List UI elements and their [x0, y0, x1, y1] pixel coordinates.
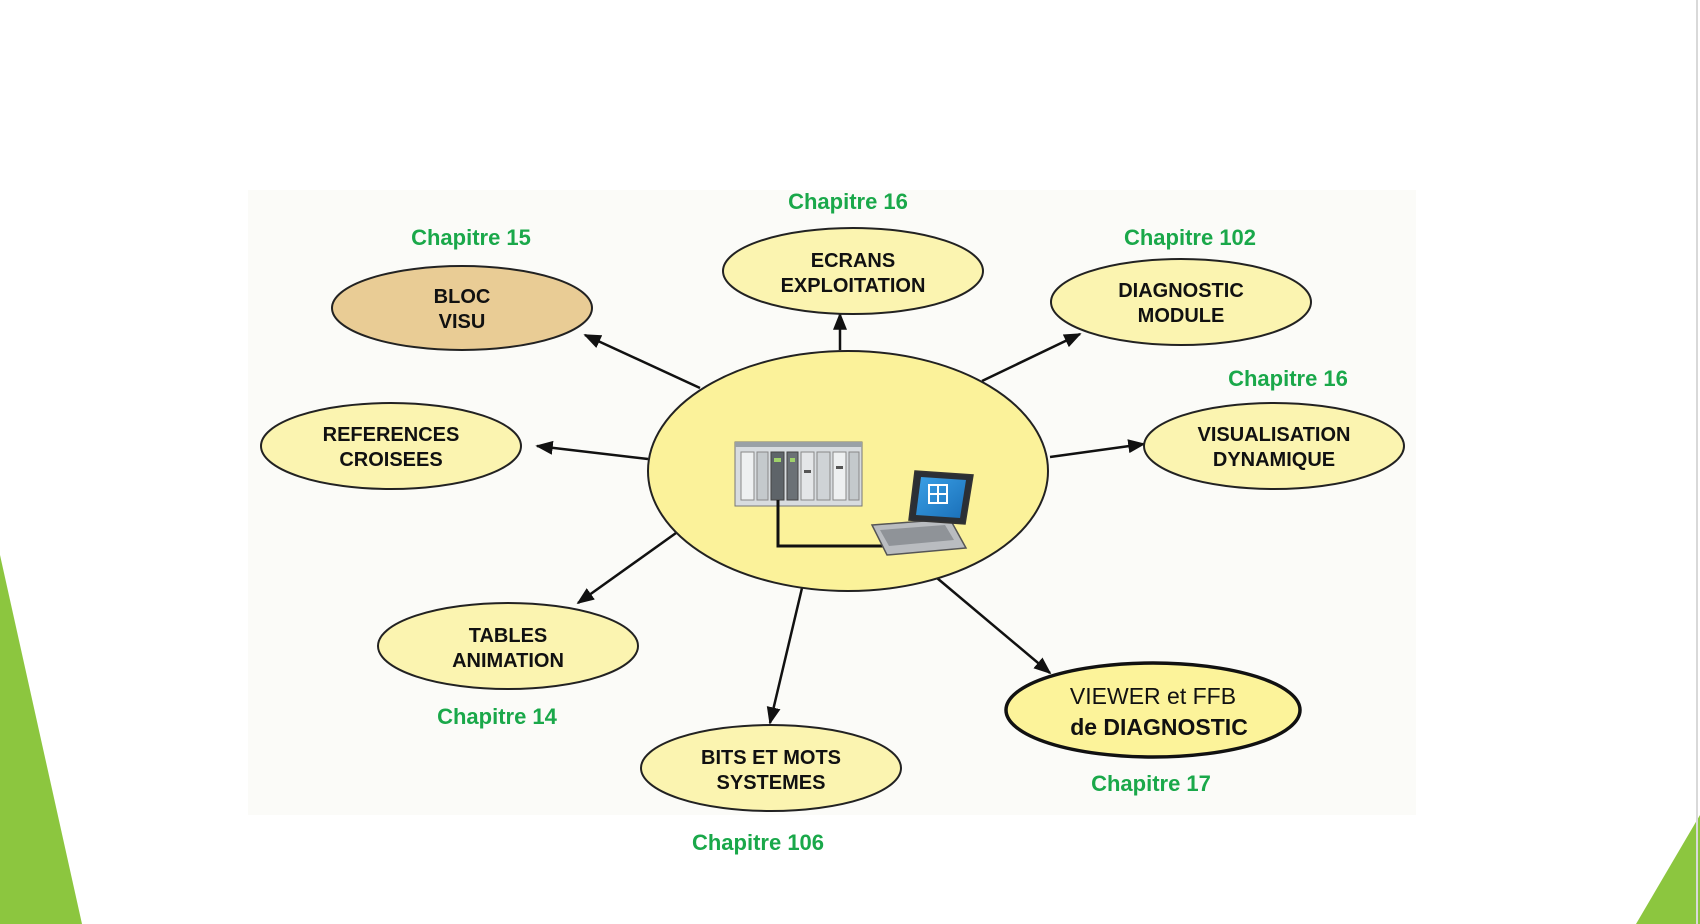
connectors [535, 312, 1146, 725]
node-ecrans-exploitation-line1: ECRANS [811, 250, 895, 272]
cable [776, 500, 908, 548]
node-viewer-ffb-diagnostic: VIEWER et FFB de DIAGNOSTIC Chapitre 17 [1004, 661, 1302, 796]
node-visualisation-dynamique-line1: VISUALISATION [1198, 424, 1351, 446]
software-logo-icon [928, 484, 948, 504]
green-accent-right [1636, 815, 1700, 924]
node-tables-animation: TABLES ANIMATION Chapitre 14 [377, 602, 639, 729]
arrow-to-visualisation-dynamique [1049, 439, 1146, 459]
laptop-icon [870, 470, 974, 556]
chapter-label-bits-et-mots-systemes: Chapitre 106 [692, 830, 824, 855]
node-references-croisees: REFERENCES CROISEES [260, 402, 522, 490]
node-bloc-visu-line2: VISU [439, 311, 486, 333]
arrow-to-diagnostic-module [981, 332, 1082, 383]
chapter-label-diagnostic-module: Chapitre 102 [1124, 225, 1256, 250]
node-diagnostic-module: DIAGNOSTIC MODULE Chapitre 102 [1050, 225, 1312, 346]
center-hub [647, 350, 1049, 592]
node-ecrans-exploitation: ECRANS EXPLOITATION Chapitre 16 [722, 189, 984, 315]
node-bits-et-mots-systemes-line2: SYSTEMES [717, 772, 826, 794]
node-visualisation-dynamique: VISUALISATION DYNAMIQUE Chapitre 16 [1143, 366, 1405, 490]
arrow-to-viewer-ffb [936, 577, 1052, 675]
arrow-to-bits-et-mots [766, 587, 804, 725]
node-diagnostic-module-line1: DIAGNOSTIC [1118, 280, 1244, 302]
node-bloc-visu: BLOC VISU Chapitre 15 [331, 225, 593, 351]
plc-rack-icon [734, 441, 863, 507]
node-references-croisees-line2: CROISEES [339, 449, 442, 471]
chapter-label-bloc-visu: Chapitre 15 [411, 225, 531, 250]
chapter-label-viewer-ffb-diagnostic: Chapitre 17 [1091, 771, 1211, 796]
node-tables-animation-line1: TABLES [469, 625, 548, 647]
node-bloc-visu-line1: BLOC [434, 286, 491, 308]
node-bits-et-mots-systemes: BITS ET MOTS SYSTEMES Chapitre 106 [640, 724, 902, 855]
chapter-label-ecrans-exploitation: Chapitre 16 [788, 189, 908, 214]
chapter-label-visualisation-dynamique: Chapitre 16 [1228, 366, 1348, 391]
arrow-to-references-croisees [535, 440, 649, 461]
node-ecrans-exploitation-line2: EXPLOITATION [781, 275, 926, 297]
arrow-to-tables-animation [576, 531, 677, 605]
arrow-to-bloc-visu [583, 333, 701, 390]
node-viewer-ffb-diagnostic-line2: de DIAGNOSTIC [1070, 714, 1248, 740]
node-bits-et-mots-systemes-line1: BITS ET MOTS [701, 747, 841, 769]
node-diagnostic-module-line2: MODULE [1138, 305, 1225, 327]
node-tables-animation-line2: ANIMATION [452, 650, 564, 672]
node-visualisation-dynamique-line2: DYNAMIQUE [1213, 449, 1335, 471]
node-viewer-ffb-diagnostic-line1: VIEWER et FFB [1070, 683, 1236, 709]
green-accent-left [0, 555, 82, 924]
node-references-croisees-line1: REFERENCES [323, 424, 460, 446]
chapter-label-tables-animation: Chapitre 14 [437, 704, 558, 729]
